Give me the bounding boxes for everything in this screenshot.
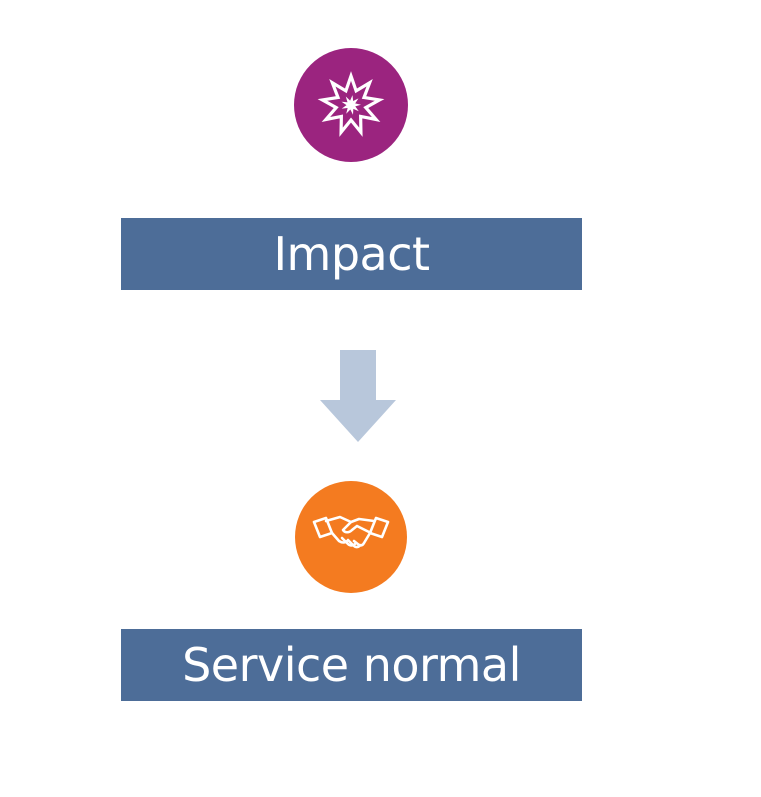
service-normal-icon-circle bbox=[295, 481, 407, 593]
down-arrow-icon bbox=[320, 350, 396, 442]
impact-label: Impact bbox=[273, 227, 430, 281]
impact-label-bar: Impact bbox=[121, 218, 582, 290]
impact-icon-circle bbox=[294, 48, 408, 162]
starburst-icon bbox=[294, 48, 408, 162]
service-normal-label: Service normal bbox=[182, 638, 521, 692]
handshake-icon bbox=[295, 481, 407, 593]
service-normal-label-bar: Service normal bbox=[121, 629, 582, 701]
